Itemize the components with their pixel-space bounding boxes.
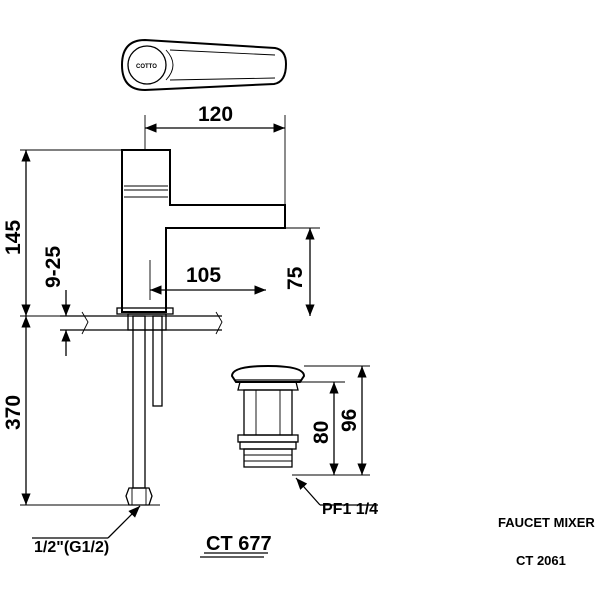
dim-spout-to-deck: 105 xyxy=(186,264,221,287)
label-product-name: FAUCET MIXER xyxy=(498,515,595,530)
dim-waste-overall-height: 96 xyxy=(338,409,361,432)
svg-text:COTTO: COTTO xyxy=(136,64,157,70)
dimension-lines xyxy=(20,115,378,558)
dim-deck-thickness: 9-25 xyxy=(42,246,65,288)
label-waste-thread: PF1 1/4 xyxy=(322,501,378,518)
dim-waste-height: 80 xyxy=(310,421,333,444)
label-waste-code: CT 677 xyxy=(206,533,272,555)
waste-popup xyxy=(230,364,306,468)
dim-spout-reach: 120 xyxy=(198,103,233,126)
dim-spout-height: 75 xyxy=(284,266,307,290)
label-product-code: CT 2061 xyxy=(516,553,566,568)
top-view: COTTO xyxy=(120,38,288,92)
supply-hoses xyxy=(117,315,163,506)
deck-section xyxy=(60,311,223,335)
label-hose-connection: 1/2"(G1/2) xyxy=(34,539,109,556)
dim-hose-length: 370 xyxy=(2,395,25,430)
dim-body-height: 145 xyxy=(2,220,25,255)
